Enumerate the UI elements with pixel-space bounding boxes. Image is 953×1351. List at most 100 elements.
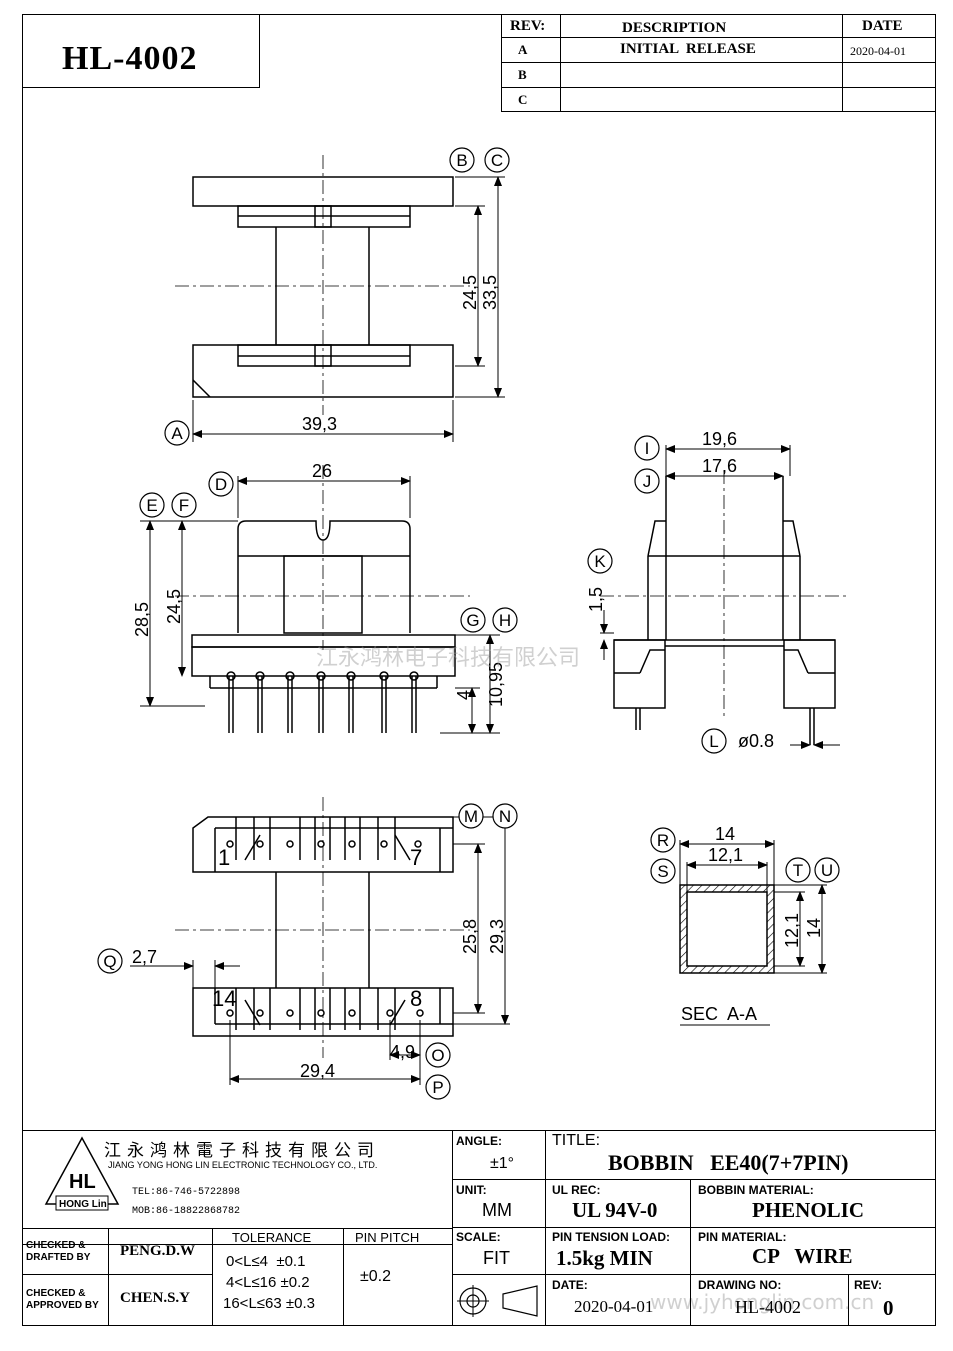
ul-rec-label: UL REC: [552,1183,601,1197]
dim-front-10-95: 10,95 [486,662,506,707]
callout-j: J [643,472,652,491]
callout-o: O [431,1046,444,1065]
rev-header: REV: [510,18,546,34]
callout-bubbles [97,147,840,1100]
company-name-en: JIANG YONG HONG LIN ELECTRONIC TECHNOLOG… [108,1160,378,1170]
ul-rec-value: UL 94V-0 [572,1198,658,1222]
bobbin-material-value: PHENOLIC [752,1198,865,1222]
rev-a: A [518,42,528,57]
title-value: BOBBIN EE40(7+7PIN) [608,1150,849,1175]
callout-p: P [432,1078,443,1097]
callout-u: U [821,861,833,880]
watermark-top: 江永鸿林电子科技有限公司 [316,646,581,671]
callout-m: M [464,807,478,826]
drawing-no-label: DRAWING NO: [698,1278,782,1292]
drawing-border [22,14,936,1326]
unit-label: UNIT: [456,1183,487,1197]
dim-top-33-5: 33,5 [480,275,500,310]
angle-label: ANGLE: [456,1134,502,1148]
description-header: DESCRIPTION [622,20,727,36]
dim-front-4: 4 [454,690,474,700]
pin-label-14: 14 [212,986,236,1011]
watermark-bottom: www.jyhonglin.com.cn [650,1290,875,1314]
callout-r: R [657,831,669,850]
side-view [613,476,836,745]
angle-value: ±1° [490,1155,515,1172]
dim-side-19-6: 19,6 [702,429,737,449]
dim-top-39-3: 39,3 [302,414,337,434]
dim-side-17-6: 17,6 [702,456,737,476]
rev-a-date: 2020-04-01 [850,44,906,58]
callout-b: B [456,151,467,170]
callout-i: I [645,439,650,458]
dim-top-24-5: 24,5 [460,275,480,310]
callout-letters: B C A D E F G H I J K L M N Q O P R S T … [103,151,833,1097]
dim-sec-14: 14 [715,824,735,844]
callout-h: H [499,611,511,630]
pin-tension-label: PIN TENSION LOAD: [552,1230,671,1244]
callout-q: Q [103,952,116,971]
callout-e: E [146,496,157,515]
pin-material-label: PIN MATERIAL: [698,1230,787,1244]
pin-pitch-label: PIN PITCH [355,1230,420,1245]
center-lines [175,155,850,1058]
company-mob: MOB:86-18822868782 [132,1206,241,1217]
callout-d: D [215,475,227,494]
bobbin-material-label: BOBBIN MATERIAL: [698,1183,814,1197]
part-number: HL-4002 [62,40,198,77]
bottom-view [192,816,454,1037]
dim-bottom-2-7: 2,7 [132,947,157,967]
company-logo: HL HONG Lin [44,1136,120,1211]
dim-bottom-4-9: 4,9 [390,1042,415,1062]
pin-material-value: CP WIRE [752,1244,853,1268]
projection-symbol-icon [457,1285,538,1317]
tolerance-row-3: 16<L≤63 ±0.3 [223,1295,315,1312]
date-label: DATE: [552,1278,588,1292]
checked-drafted-value: PENG.D.W [120,1243,195,1259]
title-label: TITLE: [552,1132,601,1149]
logo-text: HL [69,1171,96,1193]
tolerance-row-2: 4<L≤16 ±0.2 [226,1274,310,1291]
pin-number-labels: 1 7 14 8 [212,845,422,1011]
dim-side-1-5: 1,5 [586,587,606,612]
part-number-box [22,14,260,88]
pin-label-8: 8 [410,986,422,1011]
rev-a-description: INITIAL RELEASE [620,41,756,57]
dim-front-26: 26 [312,461,332,481]
date-value: 2020-04-01 [574,1297,654,1316]
callout-l: L [709,732,718,751]
dimension-lines [130,176,840,1085]
rev-b: B [518,67,527,82]
pin-pitch-value: ±0.2 [360,1268,392,1285]
drawing-no-value: HL-4002 [735,1297,801,1317]
pin-label-7: 7 [410,845,422,870]
company-name-cn: 江永鸿林電子科技有限公司 [104,1141,380,1161]
dim-front-28-5: 28,5 [132,602,152,637]
rev-c: C [518,92,528,107]
callout-f: F [179,496,189,515]
callout-k: K [594,552,606,571]
callout-t: T [793,861,803,880]
checked-drafted-label: CHECKED & DRAFTED BY [26,1240,91,1263]
tolerance-row-1: 0<L≤4 ±0.1 [226,1253,306,1270]
dim-side-pin-dia: ø0.8 [738,731,774,751]
callout-a: A [171,424,183,443]
pin-label-1: 1 [218,845,230,870]
scale-value: FIT [483,1248,510,1268]
scale-label: SCALE: [456,1230,501,1244]
company-tel: TEL:86-746-5722898 [132,1187,241,1198]
date-header: DATE [862,18,903,34]
section-a-a [679,884,775,974]
callout-n: N [499,807,511,826]
callout-g: G [466,611,479,630]
callout-c: C [491,151,503,170]
pin-tension-value: 1.5kg MIN [556,1246,653,1270]
section-label: SEC A-A [681,1004,757,1024]
front-pins [226,671,419,733]
dim-front-24-5: 24,5 [164,589,184,624]
rev-label: REV: [854,1278,883,1292]
dim-bottom-29-4: 29,4 [300,1061,335,1081]
callout-s: S [657,862,668,881]
rev-value: 0 [883,1296,894,1320]
